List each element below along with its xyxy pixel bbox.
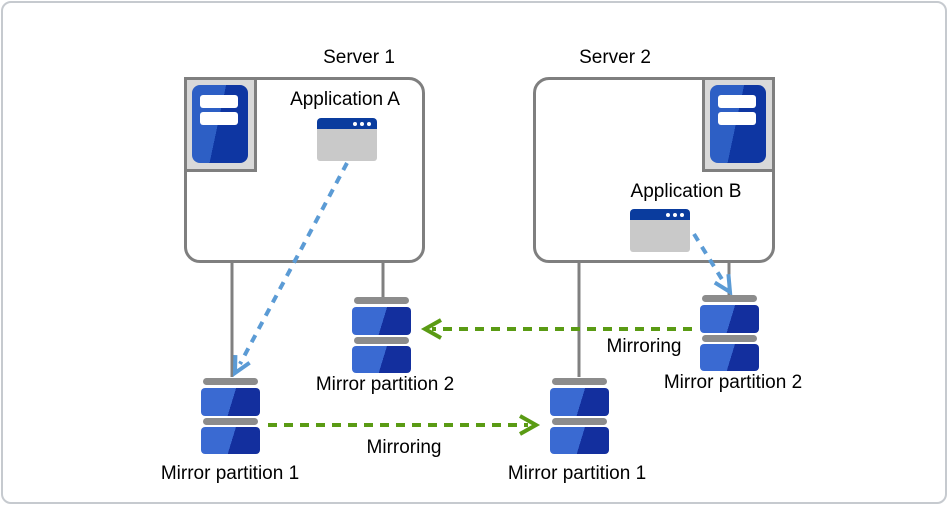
disk-cap <box>203 378 258 385</box>
server2-mirror-partition-1-label: Mirror partition 1 <box>507 463 647 484</box>
mirroring-arrow-left-to-right <box>268 414 541 436</box>
server2-mirror-partition-2-label: Mirror partition 2 <box>663 372 803 393</box>
server-tower-icon <box>192 85 248 163</box>
server2-mirror-partition-1-icon <box>550 378 609 454</box>
tower-slot-bar <box>718 95 756 108</box>
disk-block <box>201 388 260 416</box>
disk-block <box>700 305 759 333</box>
disk-block <box>201 427 260 454</box>
application-a-label: Application A <box>290 89 400 110</box>
application-b-label: Application B <box>630 181 742 202</box>
disk-block <box>352 307 411 335</box>
application-b-window-icon <box>630 209 690 252</box>
window-titlebar <box>317 118 377 129</box>
server1-mirror-partition-2-label: Mirror partition 2 <box>315 374 455 395</box>
disk-block <box>550 388 609 416</box>
disk-cap <box>552 418 607 425</box>
window-buttons-icon <box>666 213 684 217</box>
mirroring-label-bottom: Mirroring <box>366 437 442 458</box>
disk-block <box>700 344 759 371</box>
window-titlebar <box>630 209 690 220</box>
window-body <box>630 220 690 252</box>
tower-slot-bar <box>200 95 238 108</box>
server1-mirror-partition-1-icon <box>201 378 260 454</box>
disk-cap <box>702 335 757 342</box>
disk-block <box>550 427 609 454</box>
tower-slot-bar <box>718 112 756 125</box>
server1-mirror-partition-2-icon <box>352 297 411 373</box>
disk-cap <box>354 297 409 304</box>
server2-mirror-partition-2-icon <box>700 295 759 371</box>
server-2-icon <box>702 77 775 172</box>
disk-cap <box>702 295 757 302</box>
window-body <box>317 129 377 161</box>
server-1-icon <box>184 77 257 172</box>
tower-slot-bar <box>200 112 238 125</box>
mirroring-label-top: Mirroring <box>606 336 682 357</box>
server-tower-icon <box>710 85 766 163</box>
server-2-label: Server 2 <box>579 47 651 68</box>
disk-block <box>352 346 411 373</box>
server1-mirror-partition-1-label: Mirror partition 1 <box>160 463 300 484</box>
disk-cap <box>354 337 409 344</box>
disk-cap <box>203 418 258 425</box>
server-1-label: Server 1 <box>323 47 395 68</box>
window-buttons-icon <box>353 122 371 126</box>
application-a-window-icon <box>317 118 377 161</box>
disk-cap <box>552 378 607 385</box>
